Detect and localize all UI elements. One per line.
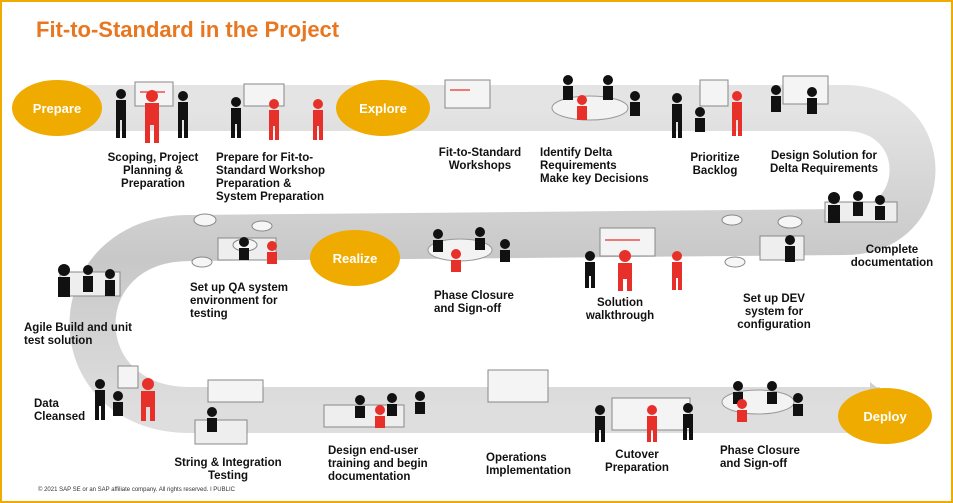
step-fts-workshops: Fit-to-Standard Workshops [438, 147, 522, 172]
phase-realize: Realize [310, 230, 400, 286]
step-design-training: Design end-user training and begin docum… [328, 445, 428, 483]
step-cutover: Cutover Preparation [605, 449, 669, 474]
step-prepare-workshop: Prepare for Fit-to- Standard Workshop Pr… [216, 152, 326, 203]
step-phase-closure-2: Phase Closure and Sign-off [720, 445, 800, 470]
step-data-cleansed: Data Cleansed [34, 398, 86, 423]
step-solution-walk: Solution walkthrough [585, 297, 655, 322]
step-prioritize: Prioritize Backlog [690, 152, 740, 177]
step-complete-doc: Complete documentation [850, 244, 934, 269]
page-title: Fit-to-Standard in the Project [36, 17, 340, 42]
person-figures-red [141, 90, 747, 442]
step-scoping: Scoping, Project Planning & Preparation [107, 152, 199, 190]
process-road [40, 85, 936, 433]
copyright-footer: © 2021 SAP SE or an SAP affiliate compan… [38, 487, 235, 493]
step-phase-closure-1: Phase Closure and Sign-off [434, 290, 514, 315]
phase-explore: Explore [336, 80, 430, 136]
phase-deploy: Deploy [838, 388, 932, 444]
database-icon [191, 213, 803, 268]
step-design-solution: Design Solution for Delta Requirements [769, 150, 878, 175]
step-string-testing: String & Integration Testing [174, 457, 282, 482]
person-figures-dark [58, 75, 885, 442]
phase-prepare: Prepare [12, 80, 102, 136]
step-setup-qa: Set up QA system environment for testing [190, 282, 288, 320]
step-setup-dev: Set up DEV system for configuration [737, 293, 811, 331]
whiteboard-icon [117, 75, 829, 431]
step-agile-build: Agile Build and unit test solution [24, 322, 132, 347]
step-identify-delta: Identify Delta Requirements Make key Dec… [540, 147, 649, 185]
step-operations: Operations Implementation [486, 452, 571, 477]
